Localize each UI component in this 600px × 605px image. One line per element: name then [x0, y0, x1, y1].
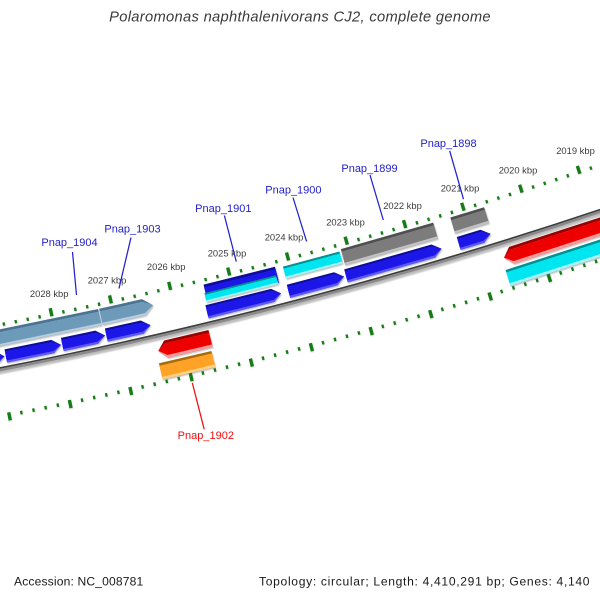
svg-text:Pnap_1899: Pnap_1899 [341, 163, 397, 175]
svg-text:Pnap_1898: Pnap_1898 [420, 138, 476, 150]
svg-text:2026 kbp: 2026 kbp [147, 261, 186, 272]
svg-text:Pnap_1900: Pnap_1900 [265, 185, 321, 197]
svg-text:2025 kbp: 2025 kbp [208, 248, 247, 259]
svg-text:2027 kbp: 2027 kbp [88, 275, 127, 286]
svg-text:Accession: NC_008781: Accession: NC_008781 [14, 575, 144, 589]
svg-text:2023 kbp: 2023 kbp [326, 216, 365, 227]
svg-text:Pnap_1903: Pnap_1903 [104, 223, 160, 235]
svg-text:Pnap_1904: Pnap_1904 [41, 237, 97, 249]
svg-text:2028 kbp: 2028 kbp [30, 288, 69, 299]
svg-text:Pnap_1901: Pnap_1901 [195, 203, 251, 215]
svg-text:2020 kbp: 2020 kbp [499, 164, 538, 175]
svg-text:Pnap_1902: Pnap_1902 [178, 430, 234, 442]
svg-text:2024 kbp: 2024 kbp [265, 231, 304, 242]
svg-text:2019 kbp: 2019 kbp [556, 145, 595, 156]
svg-text:Polaromonas naphthalenivorans: Polaromonas naphthalenivorans CJ2, compl… [109, 10, 491, 26]
svg-text:Topology: circular; Length: 4,: Topology: circular; Length: 4,410,291 bp… [259, 575, 590, 589]
svg-text:2022 kbp: 2022 kbp [383, 200, 422, 211]
